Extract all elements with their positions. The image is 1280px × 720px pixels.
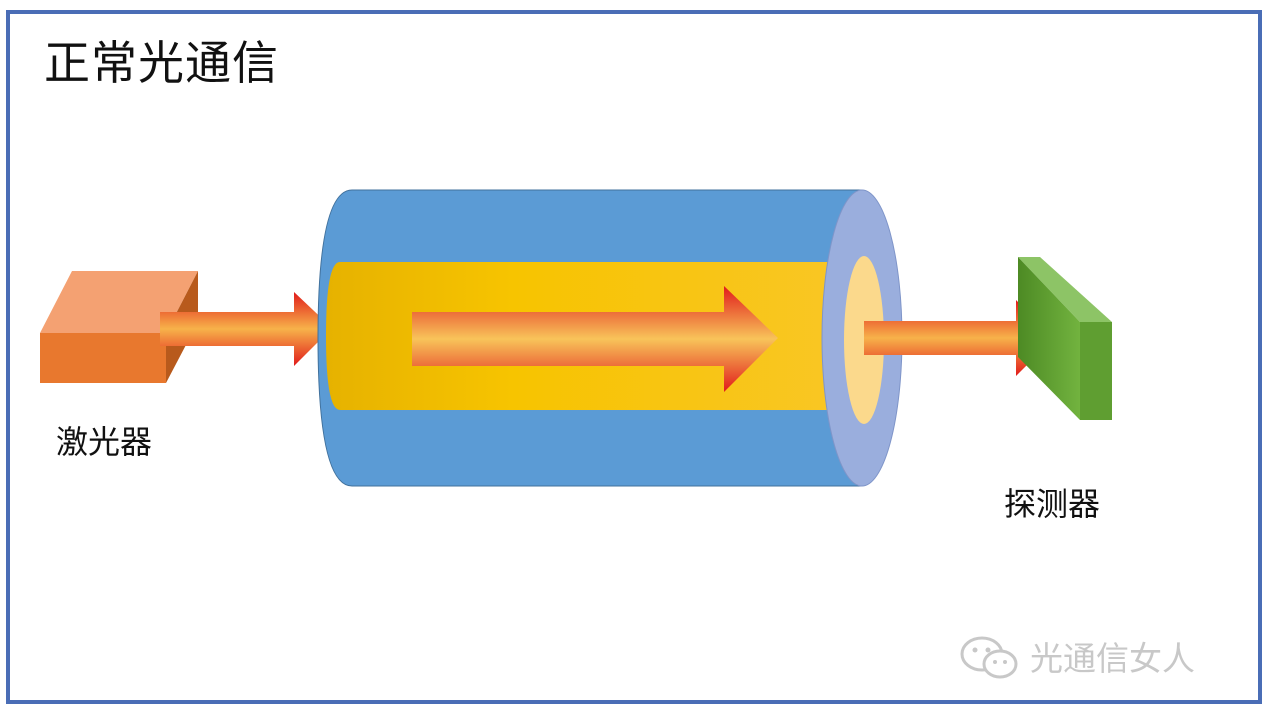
core-beam-arrow <box>412 286 778 392</box>
laser-block <box>40 271 198 383</box>
output-beam-arrow <box>864 300 1054 376</box>
page-title: 正常光通信 <box>44 36 279 90</box>
laser-label: 激光器 <box>56 423 153 461</box>
detector-front-face <box>1018 257 1080 420</box>
wechat-icon <box>960 636 1018 679</box>
detector-top-face <box>1018 257 1112 322</box>
laser-front-face <box>40 333 166 383</box>
laser-top-face <box>40 271 198 333</box>
detector-side-face <box>1080 322 1112 420</box>
detector-block <box>1018 257 1112 420</box>
detector-label: 探测器 <box>1004 485 1101 523</box>
input-beam-arrow <box>160 292 332 366</box>
watermark: 光通信女人 <box>958 634 1195 682</box>
watermark-text: 光通信女人 <box>1030 638 1195 678</box>
